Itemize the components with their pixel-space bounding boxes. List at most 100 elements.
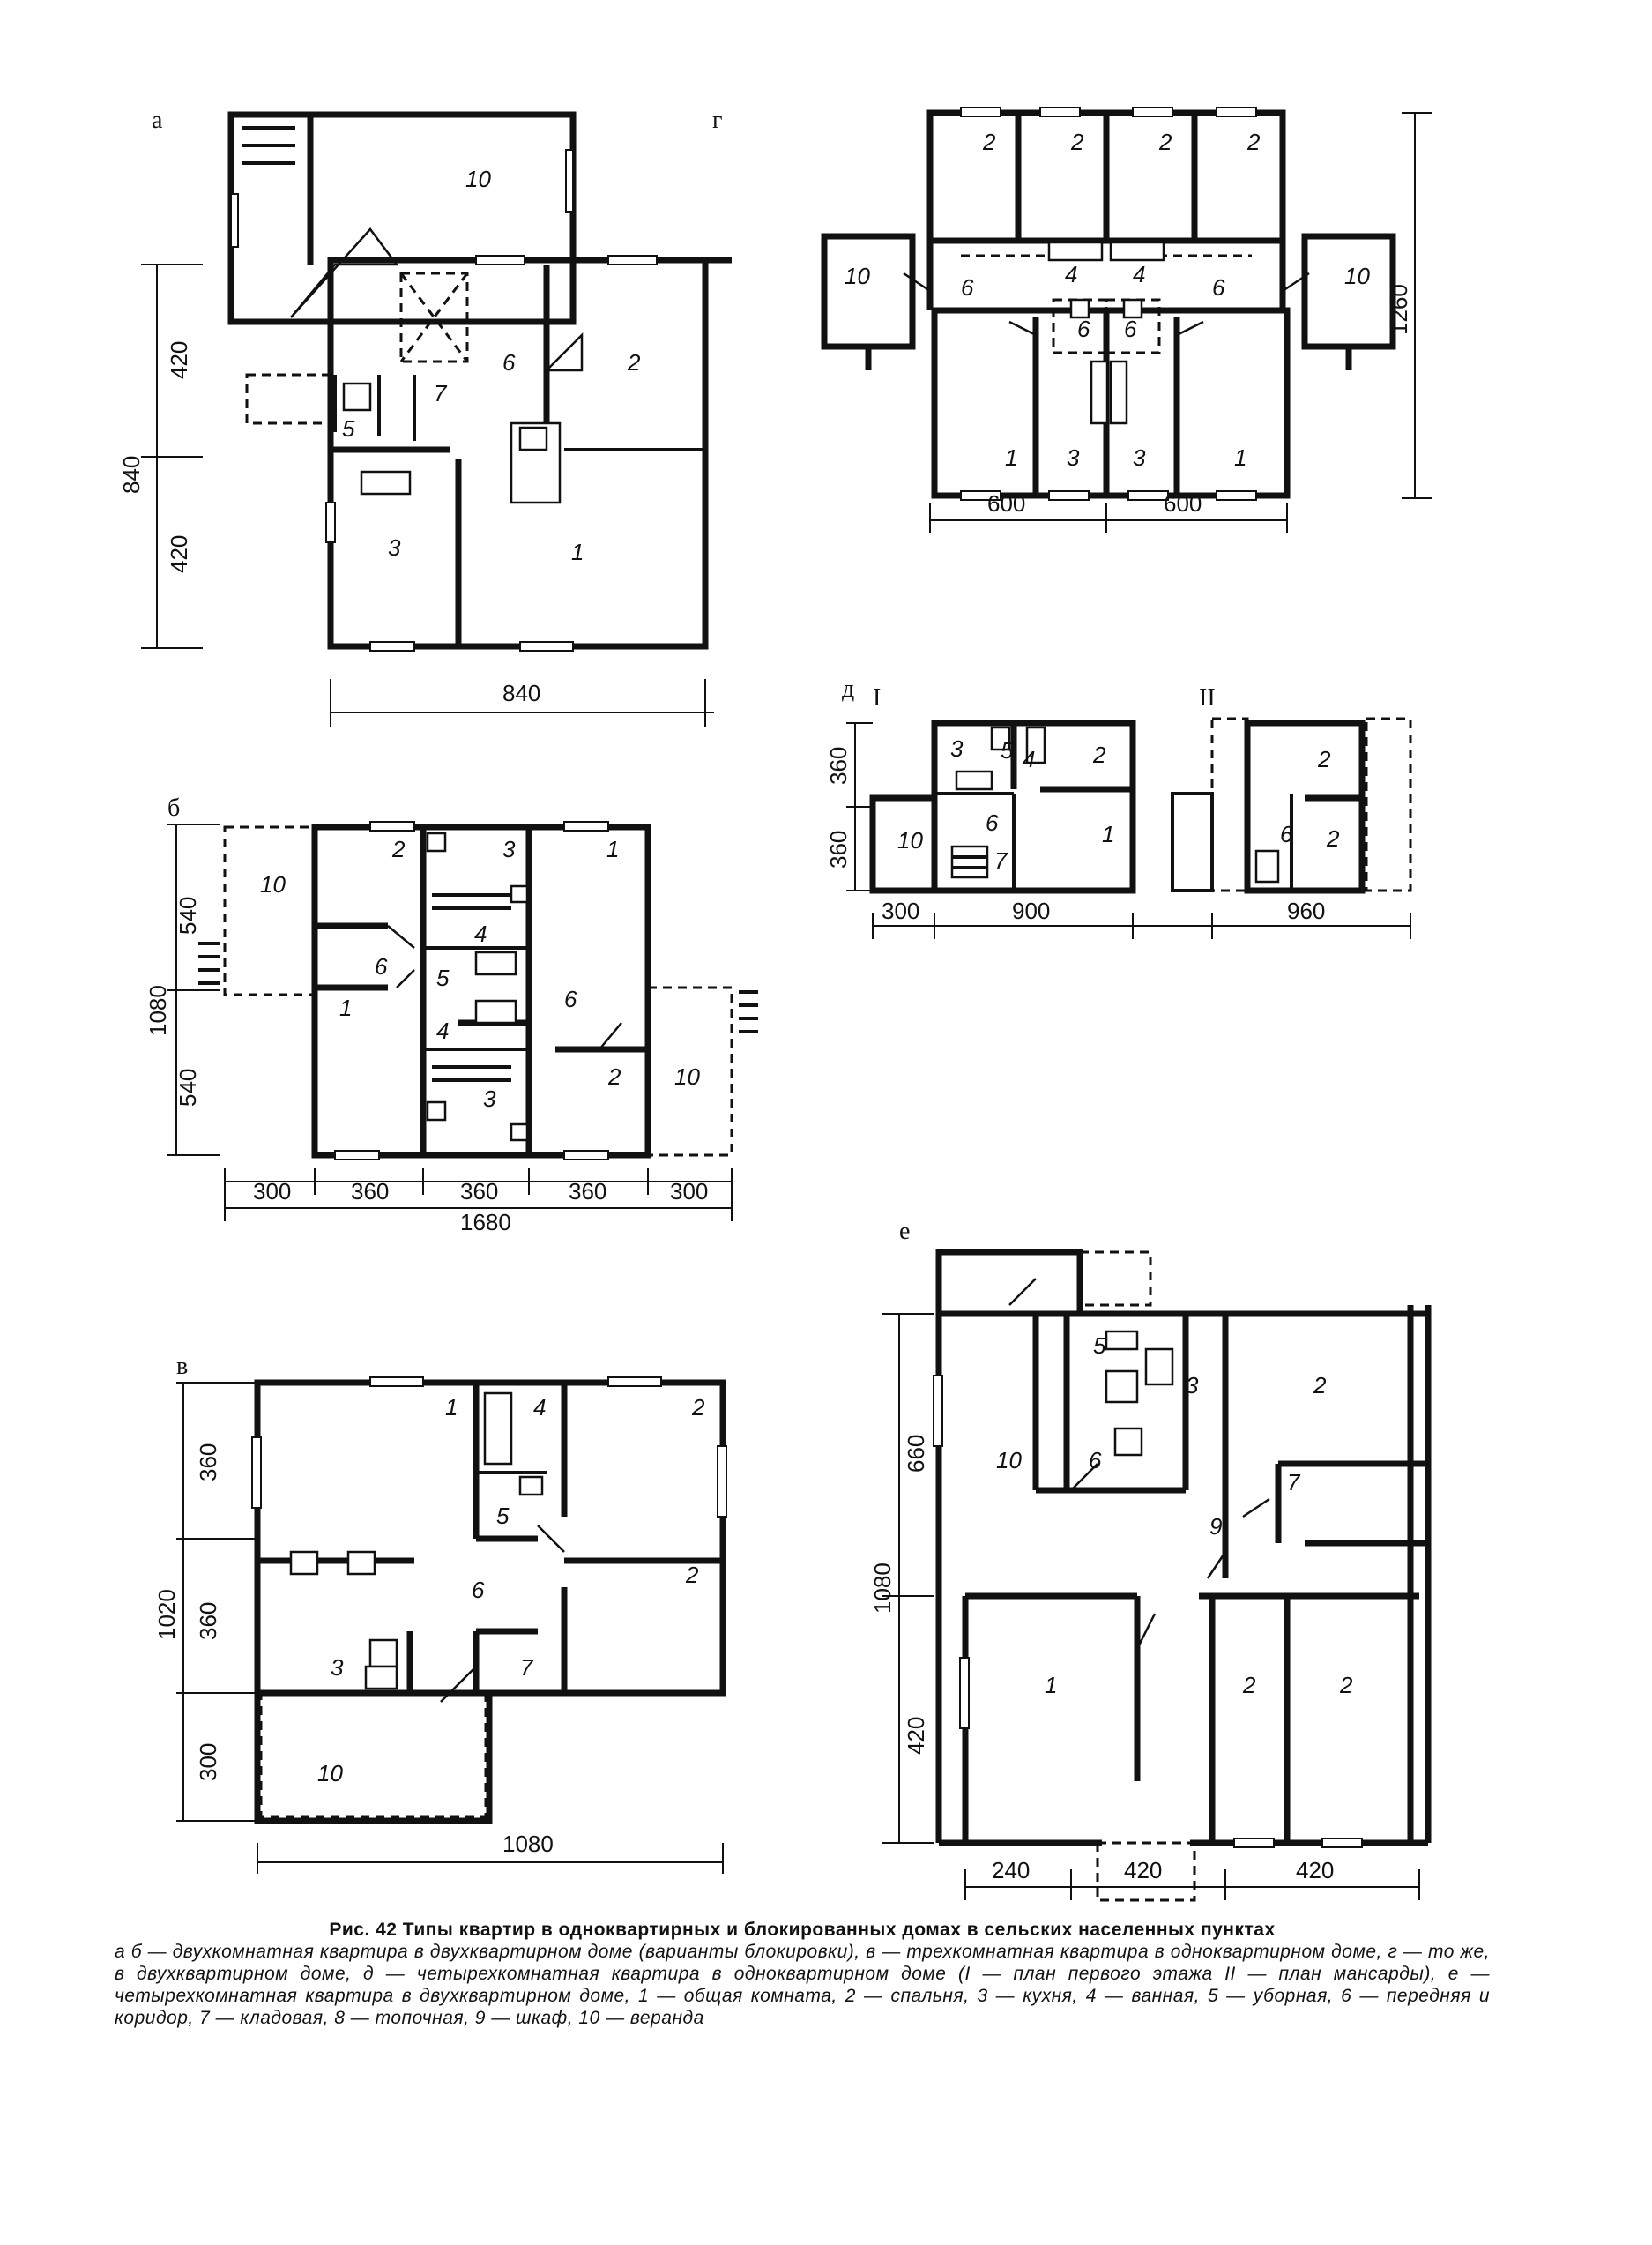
room-label: 4 — [436, 1018, 449, 1044]
room-label: 5 — [1001, 737, 1014, 764]
dimension-label: 600 — [987, 490, 1025, 517]
room-label: 10 — [845, 263, 870, 289]
room-label: 7 — [1287, 1469, 1301, 1495]
dimension-label: 360 — [825, 747, 852, 785]
dimension-label: 540 — [175, 1069, 201, 1107]
dimension-label: 300 — [253, 1178, 291, 1205]
room-label: 4 — [1023, 746, 1035, 772]
room-label: 6 — [472, 1577, 485, 1603]
room-label: 3 — [388, 534, 401, 561]
dimension-label: 1080 — [869, 1563, 896, 1614]
room-label: 1 — [1045, 1672, 1057, 1698]
room-label: 6 — [375, 953, 388, 980]
room-label: 2 — [1317, 746, 1331, 772]
room-label: 7 — [994, 847, 1008, 874]
dimension-label: 600 — [1164, 490, 1202, 517]
room-label: 10 — [465, 166, 491, 192]
room-label: 6 — [961, 274, 974, 301]
room-label: 10 — [317, 1760, 343, 1786]
room-label: 3 — [331, 1654, 344, 1681]
plan-v: в 1 4 2 5 6 2 3 7 10 — [153, 1353, 727, 1874]
room-label: 7 — [520, 1654, 534, 1681]
dimension-label: 420 — [1296, 1857, 1334, 1883]
dimension-label: 420 — [1124, 1857, 1162, 1883]
panel-letter-e: е — [899, 1218, 910, 1245]
room-label: 3 — [1067, 444, 1080, 471]
dimension-label: 360 — [195, 1602, 221, 1640]
dimension-label: 1080 — [502, 1831, 554, 1857]
room-label: 2 — [1339, 1672, 1353, 1698]
room-label: 1 — [339, 995, 352, 1021]
room-label: 1 — [445, 1394, 458, 1421]
room-label: 6 — [564, 986, 577, 1012]
room-label: 10 — [674, 1063, 700, 1090]
panel-letter-v: в — [176, 1353, 188, 1380]
plan-g: г 2 2 2 2 10 6 4 4 — [712, 107, 1432, 533]
room-label: 6 — [502, 349, 516, 376]
dimension-label: 240 — [992, 1857, 1030, 1883]
dimension-label: 840 — [502, 680, 540, 706]
room-label: 10 — [260, 871, 286, 898]
room-label: 2 — [1326, 825, 1340, 852]
room-label: 1 — [571, 539, 584, 565]
room-label: 3 — [1133, 444, 1146, 471]
dimension-label: 360 — [351, 1178, 389, 1205]
dimension-label: 1680 — [460, 1209, 511, 1235]
room-label: 2 — [607, 1063, 621, 1090]
plan-d-sub-ii: II — [1199, 684, 1216, 712]
dimension-label: 420 — [166, 341, 192, 379]
room-label: 5 — [496, 1503, 510, 1529]
dimension-label: 360 — [195, 1443, 221, 1481]
room-label: 1 — [606, 836, 619, 862]
room-label: 6 — [1212, 274, 1225, 301]
room-label: 4 — [1065, 261, 1077, 287]
room-label: 6 — [1280, 821, 1293, 847]
room-label: 4 — [474, 921, 487, 947]
dimension-label: 300 — [882, 898, 919, 924]
room-label: 2 — [1092, 742, 1106, 768]
room-label: 2 — [1070, 129, 1084, 155]
dimension-label: 420 — [903, 1717, 929, 1755]
room-label: 3 — [950, 735, 964, 762]
room-label: 1 — [1005, 444, 1017, 471]
room-label: 3 — [1186, 1372, 1199, 1398]
room-label: 3 — [483, 1085, 496, 1112]
room-label: 2 — [691, 1394, 705, 1421]
figure-caption: Рис. 42 Типы квартир в одноквартирных и … — [115, 1919, 1490, 2029]
dimension-label: 840 — [118, 456, 145, 494]
dimension-label: 1020 — [153, 1589, 180, 1640]
room-label: 2 — [1242, 1672, 1256, 1698]
room-label: 6 — [1089, 1447, 1102, 1473]
dimension-label: 660 — [903, 1435, 929, 1473]
room-label: 1 — [1102, 821, 1114, 847]
room-label: 5 — [342, 415, 355, 442]
dimension-label: 900 — [1012, 898, 1050, 924]
plan-d-sub-i: I — [873, 684, 881, 712]
room-label: 10 — [897, 827, 923, 854]
room-label: 5 — [1093, 1332, 1106, 1359]
panel-letter-d: д — [842, 675, 854, 703]
room-label: 2 — [1246, 129, 1261, 155]
room-label: 9 — [1209, 1513, 1222, 1540]
dimension-label: 960 — [1287, 898, 1325, 924]
room-label: 6 — [986, 809, 999, 836]
dimension-label: 1080 — [145, 985, 171, 1036]
panel-letter-b: б — [167, 794, 180, 822]
plan-e: е 5 3 2 10 6 — [869, 1218, 1432, 1902]
room-label: 2 — [391, 836, 406, 862]
room-label: 2 — [1313, 1372, 1327, 1398]
dimension-label: 300 — [195, 1743, 221, 1781]
plan-d: д I II 3 5 4 2 6 1 10 7 2 6 2 360 — [825, 675, 1412, 939]
plan-a: а 10 6 2 5 7 3 1 — [118, 107, 732, 727]
dimension-label: 360 — [825, 831, 852, 869]
dimension-label: 540 — [175, 897, 201, 935]
plan-b: б 10 2 3 1 6 4 1 5 6 4 3 2 10 — [145, 794, 758, 1235]
room-label: 3 — [502, 836, 516, 862]
room-label: 6 — [1077, 316, 1090, 342]
caption-body: а б — двухкомнатная квартира в двухкварт… — [115, 1942, 1490, 2028]
room-label: 2 — [627, 349, 641, 376]
room-label: 10 — [996, 1447, 1022, 1473]
room-label: 10 — [1344, 263, 1370, 289]
room-label: 4 — [533, 1394, 546, 1421]
